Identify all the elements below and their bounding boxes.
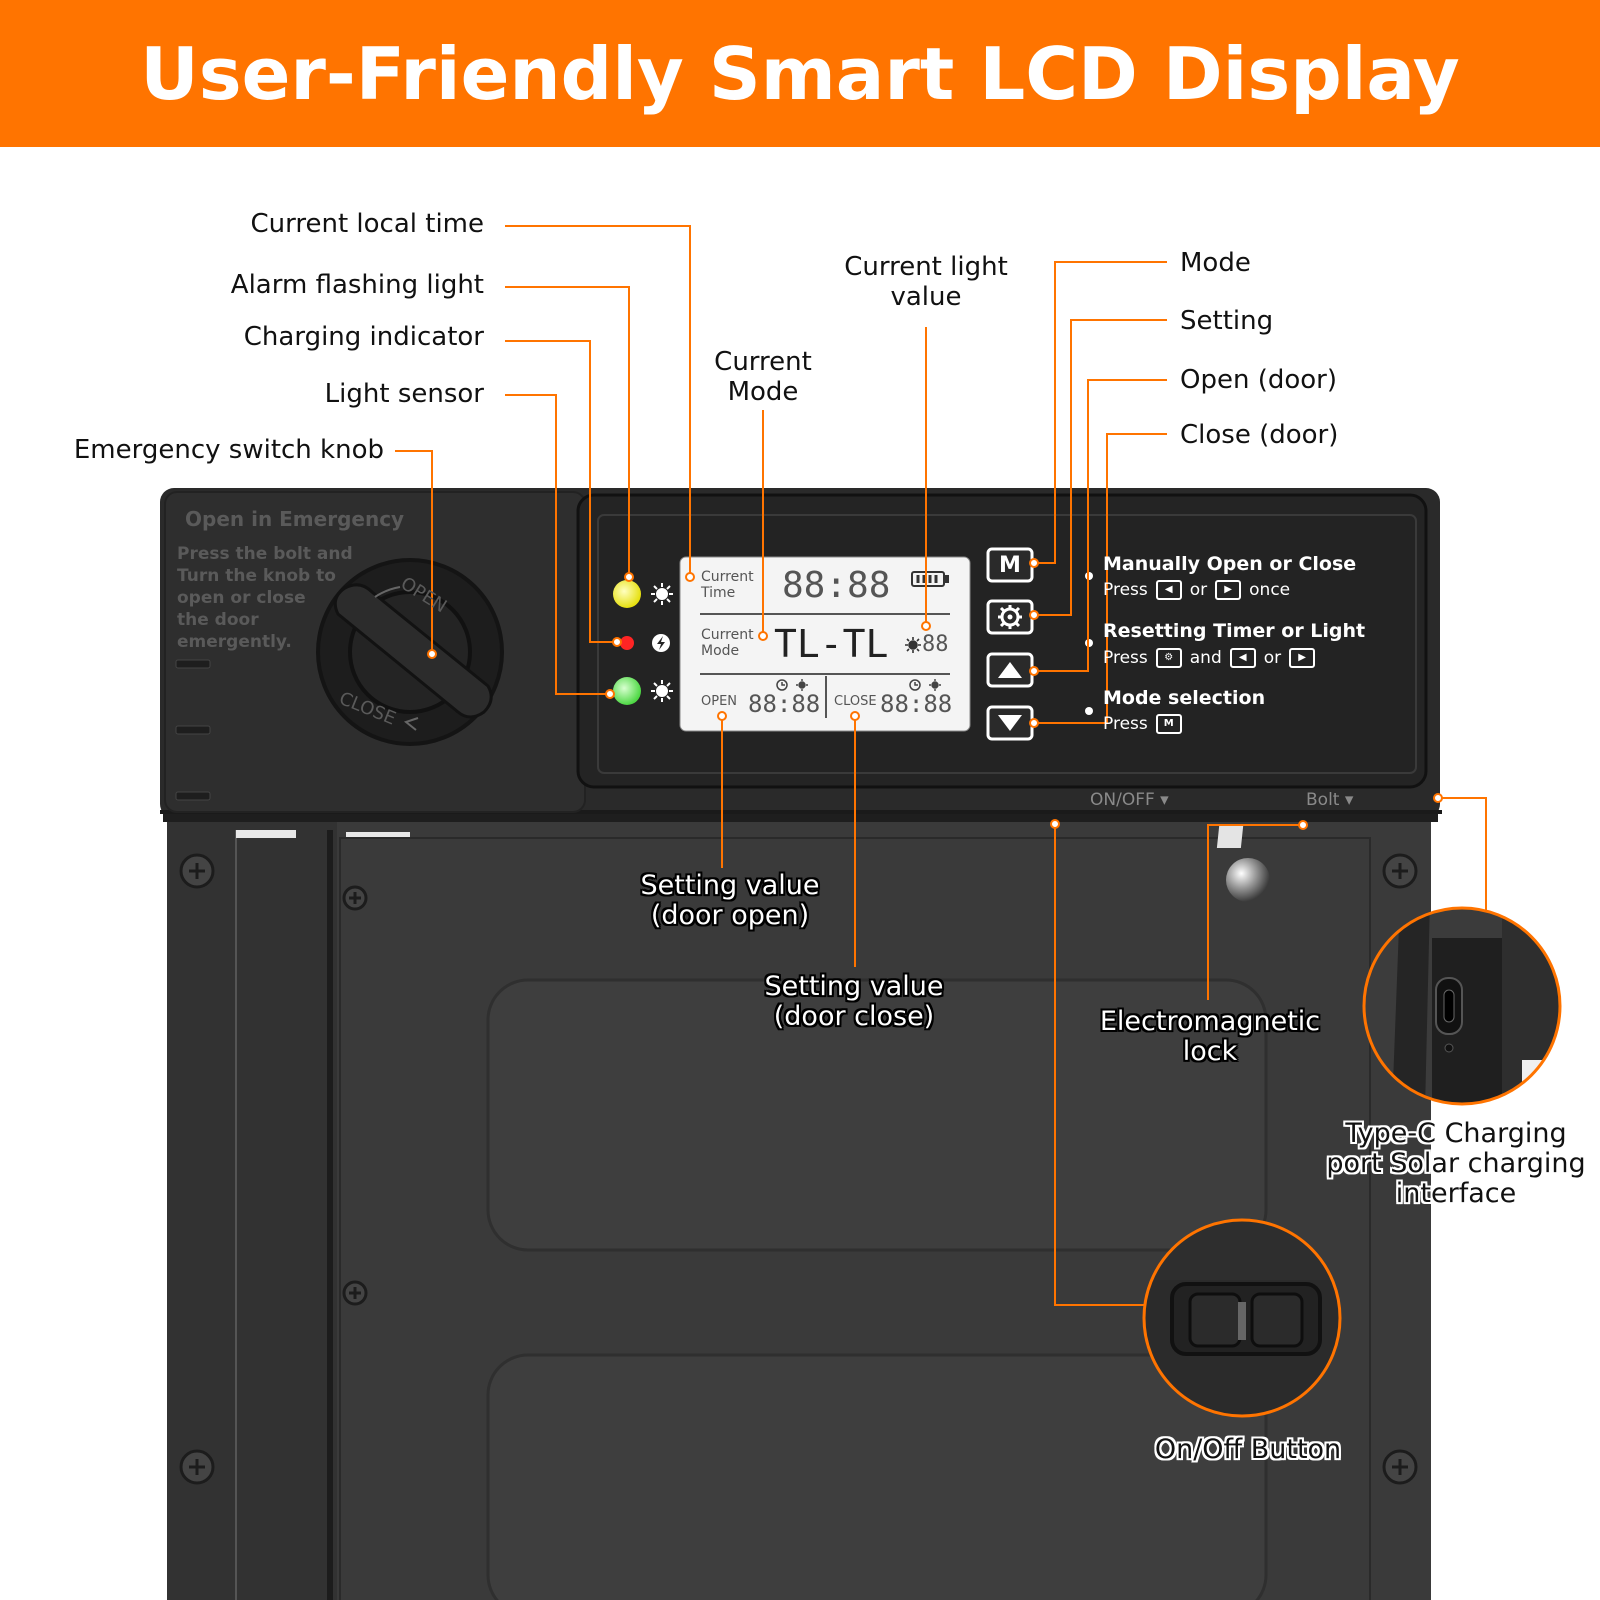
electromagnetic-lock <box>1226 858 1270 902</box>
mode-button-label[interactable]: M <box>999 552 1021 578</box>
lcd-close-label: CLOSE <box>834 694 877 709</box>
bezel-onoff-label: ON/OFF ▾ <box>1090 790 1169 810</box>
right-key-icon: ▶ <box>1289 648 1316 668</box>
callout-current-light-value: Current light value <box>844 252 1008 312</box>
open-button <box>986 652 1034 688</box>
callout-light-sensor: Light sensor <box>324 379 484 409</box>
light-sensor-led-yellow <box>613 580 641 608</box>
instr-manual-title: Manually Open or Close <box>1103 553 1357 575</box>
lcd-open-value: 88:88 <box>748 690 821 718</box>
sun-icon <box>651 583 673 605</box>
lcd-mode-value: TL-TL <box>774 622 889 666</box>
emergency-instructions: Press the bolt and Turn the knob to open… <box>177 544 353 652</box>
right-key-icon: ▶ <box>1215 580 1242 600</box>
bolt-tab <box>1216 824 1244 848</box>
callout-setting-close: Setting value (door close) <box>764 971 944 1032</box>
left-key-icon: ◀ <box>1155 580 1182 600</box>
lcd-current-mode-label: Current Mode <box>701 627 754 659</box>
lcd-current-time-label: Current Time <box>701 569 754 601</box>
callout-setting-open: Setting value (door open) <box>640 870 820 931</box>
setting-button <box>986 599 1034 635</box>
typec-port-magnifier <box>1362 906 1562 1106</box>
callout-open-door: Open (door) <box>1180 365 1338 395</box>
callout-charging-indicator: Charging indicator <box>243 322 484 352</box>
lcd-time-value: 88:88 <box>782 565 891 606</box>
callout-dots <box>427 558 1443 830</box>
door-panel-upper <box>486 978 1268 1252</box>
lcd-open-label: OPEN <box>701 694 738 709</box>
emergency-knob <box>333 583 493 719</box>
emergency-title: Open in Emergency <box>185 507 405 531</box>
gear-key-icon: ⚙ <box>1155 648 1182 668</box>
callout-mode: Mode <box>1180 248 1251 278</box>
sun-icon <box>651 680 673 702</box>
lcd-screen <box>679 556 971 732</box>
lcd-close-value: 88:88 <box>880 690 953 718</box>
callout-setting: Setting <box>1180 306 1274 336</box>
alarm-led-red <box>620 636 634 650</box>
callout-typec-port: Type-C Charging port Solar charging inte… <box>1326 1118 1586 1209</box>
clock-icon <box>776 679 921 691</box>
callout-current-local-time: Current local time <box>250 209 484 239</box>
callout-alarm-flashing-light: Alarm flashing light <box>230 270 484 300</box>
door-panel-lower <box>486 1353 1268 1600</box>
instr-reset-line: Press ⚙ and ◀ or ▶ <box>1103 648 1316 668</box>
close-button <box>986 705 1034 741</box>
callout-emergency-switch-knob: Emergency switch knob <box>73 435 384 465</box>
m-key-icon: M <box>1155 714 1182 734</box>
callout-close-door: Close (door) <box>1180 420 1339 450</box>
instr-manual-line: Press ◀ or ▶ once <box>1103 580 1291 600</box>
onoff-magnifier <box>1142 1218 1342 1418</box>
screw-icon <box>179 853 1418 1485</box>
callout-onoff-button: On/Off Button <box>1154 1434 1342 1465</box>
left-key-icon: ◀ <box>1229 648 1256 668</box>
callout-electromagnetic-lock: Electromagnetic lock <box>1099 1006 1321 1067</box>
callout-lines <box>395 225 1487 1306</box>
bezel-bolt-label: Bolt ▾ <box>1306 790 1354 810</box>
battery-icon <box>911 571 949 587</box>
light-sensor-led-green <box>613 677 641 705</box>
lcd-light-value: 88 <box>922 632 949 657</box>
charging-bolt-icon <box>652 634 670 652</box>
instr-mode-line: Press M <box>1103 714 1182 734</box>
sun-icon <box>796 679 941 691</box>
instr-reset-title: Resetting Timer or Light <box>1103 620 1366 642</box>
sun-icon <box>905 637 921 653</box>
instr-mode-title: Mode selection <box>1103 687 1266 709</box>
banner-title: User-Friendly Smart LCD Display <box>0 0 1600 147</box>
callout-current-mode: Current Mode <box>714 347 812 407</box>
